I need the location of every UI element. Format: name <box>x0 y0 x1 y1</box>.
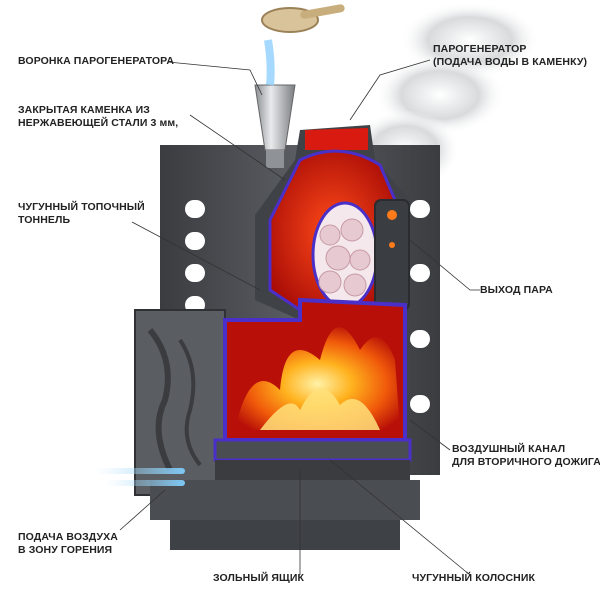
label-ash-box: ЗОЛЬНЫЙ ЯЩИК <box>213 572 304 584</box>
firebox-front <box>134 309 226 496</box>
fire-chamber <box>223 297 407 442</box>
label-steam-outlet: ВЫХОД ПАРА <box>480 284 553 296</box>
label-funnel: ВОРОНКА ПАРОГЕНЕРАТОРА <box>18 55 175 67</box>
label-air-channel: ВОЗДУШНЫЙ КАНАЛ ДЛЯ ВТОРИЧНОГО ДОЖИГА <box>452 443 600 468</box>
closed-stone-heater <box>255 125 410 320</box>
label-steam-generator: ПАРОГЕНЕРАТОР (ПОДАЧА ВОДЫ В КАМЕНКУ) <box>433 43 588 68</box>
ash-box-and-grate <box>150 438 420 550</box>
leader-lines <box>119 59 480 576</box>
air-intake-streaks <box>95 468 185 486</box>
label-grate: ЧУГУННЫЙ КОЛОСНИК <box>412 572 535 584</box>
water-ladle <box>261 4 345 33</box>
label-firebox-tunnel: ЧУГУННЫЙ ТОПОЧНЫЙ ТОННЕЛЬ <box>18 201 145 226</box>
label-closed-heater: ЗАКРЫТАЯ КАМЕНКА ИЗ НЕРЖАВЕЮЩЕЙ СТАЛИ 3 … <box>18 104 179 129</box>
steam-generator-funnel <box>254 39 296 168</box>
label-air-supply: ПОДАЧА ВОЗДУХА В ЗОНУ ГОРЕНИЯ <box>18 531 118 556</box>
steam-outlet-pipe <box>374 199 410 311</box>
